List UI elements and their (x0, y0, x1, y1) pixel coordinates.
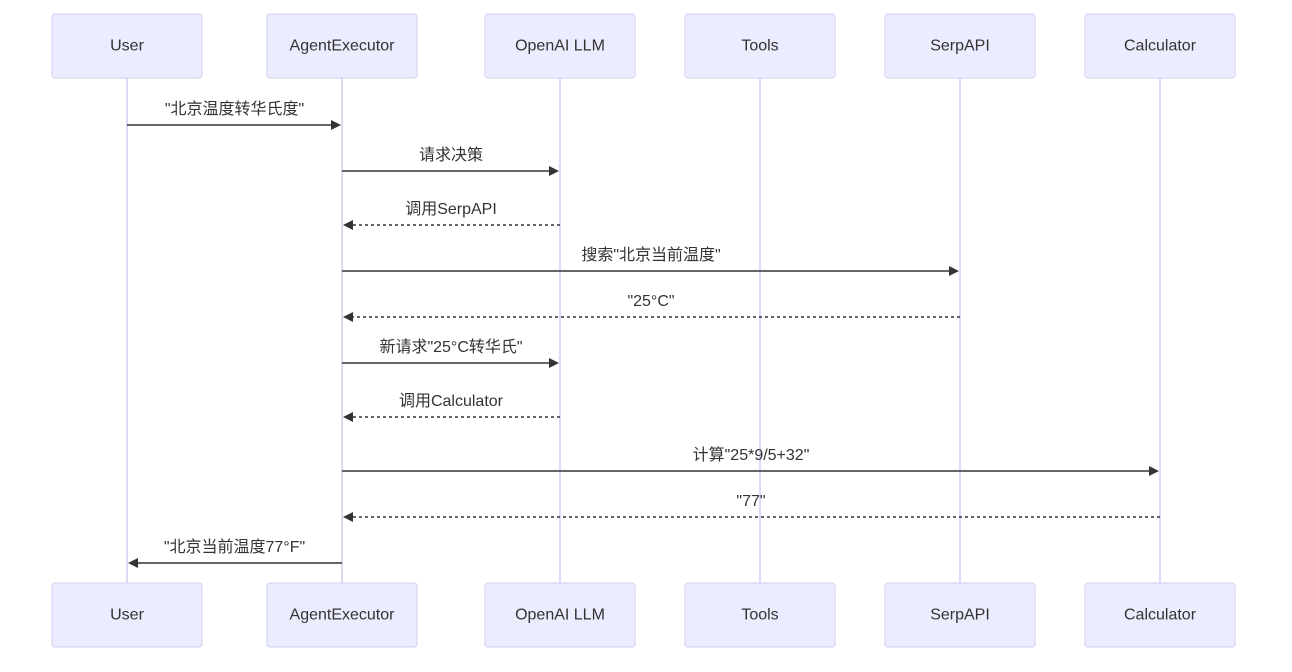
actor-box (684, 582, 836, 648)
actor-box (884, 13, 1036, 79)
message-label: 计算"25*9/5+32" (693, 445, 810, 464)
actor-box (484, 13, 636, 79)
actor-box (51, 13, 203, 79)
message-5: "25°C" (343, 293, 960, 322)
actor-label: Tools (741, 38, 778, 55)
arrowhead (331, 120, 341, 130)
actor-user-bottom: User (51, 582, 203, 648)
actor-serp-bottom: SerpAPI (884, 582, 1036, 648)
actor-box (1084, 582, 1236, 648)
actor-user-top: User (51, 13, 203, 79)
arrowhead (128, 558, 138, 568)
message-label: 调用SerpAPI (405, 200, 497, 218)
arrowhead (1149, 466, 1159, 476)
actor-calc-top: Calculator (1084, 13, 1236, 79)
actor-box (484, 582, 636, 648)
actor-label: Calculator (1124, 607, 1197, 624)
message-10: "北京当前温度77°F" (128, 538, 342, 568)
message-9: "77" (343, 493, 1160, 522)
actor-label: OpenAI LLM (515, 38, 605, 55)
message-label: 请求决策 (419, 146, 483, 164)
actor-label: User (110, 38, 144, 55)
message-6: 新请求"25°C转华氏" (342, 338, 559, 368)
actor-label: SerpAPI (930, 38, 990, 55)
actor-serp-top: SerpAPI (884, 13, 1036, 79)
message-label: 搜索"北京当前温度" (581, 246, 720, 264)
message-label: "77" (736, 493, 765, 510)
message-label: 新请求"25°C转华氏" (379, 338, 522, 356)
message-7: 调用Calculator (343, 392, 560, 422)
actor-agent-top: AgentExecutor (266, 13, 418, 79)
actor-box (266, 13, 418, 79)
actor-label: AgentExecutor (290, 607, 396, 624)
message-label: "25°C" (627, 293, 674, 310)
actor-tools-bottom: Tools (684, 582, 836, 648)
actor-label: OpenAI LLM (515, 607, 605, 624)
actor-box (51, 582, 203, 648)
actors-bottom: User AgentExecutor OpenAI LLM Tools SerpAPI C… (51, 582, 1236, 648)
actors-top: User AgentExecutor OpenAI LLM Tools SerpAPI C… (51, 13, 1236, 79)
message-2: 请求决策 (342, 146, 559, 176)
message-8: 计算"25*9/5+32" (342, 445, 1159, 476)
actor-agent-bottom: AgentExecutor (266, 582, 418, 648)
arrowhead (343, 512, 353, 522)
arrowhead (343, 312, 353, 322)
message-label: 调用Calculator (399, 392, 504, 410)
actor-label: AgentExecutor (290, 38, 396, 55)
actor-box (684, 13, 836, 79)
message-4: 搜索"北京当前温度" (342, 246, 959, 276)
arrowhead (549, 358, 559, 368)
actor-label: Calculator (1124, 38, 1197, 55)
actor-box (1084, 13, 1236, 79)
actor-tools-top: Tools (684, 13, 836, 79)
actor-box (884, 582, 1036, 648)
message-1: "北京温度转华氏度" (127, 100, 341, 130)
message-label: "北京温度转华氏度" (165, 100, 304, 118)
lifelines (126, 78, 1161, 583)
message-3: 调用SerpAPI (343, 200, 560, 230)
message-label: "北京当前温度77°F" (164, 538, 305, 556)
actor-llm-bottom: OpenAI LLM (484, 582, 636, 648)
arrowhead (343, 220, 353, 230)
actor-box (266, 582, 418, 648)
actor-label: Tools (741, 607, 778, 624)
actor-llm-top: OpenAI LLM (484, 13, 636, 79)
arrowhead (343, 412, 353, 422)
actor-calc-bottom: Calculator (1084, 582, 1236, 648)
actor-label: User (110, 607, 144, 624)
actor-label: SerpAPI (930, 607, 990, 624)
arrowhead (949, 266, 959, 276)
arrowhead (549, 166, 559, 176)
